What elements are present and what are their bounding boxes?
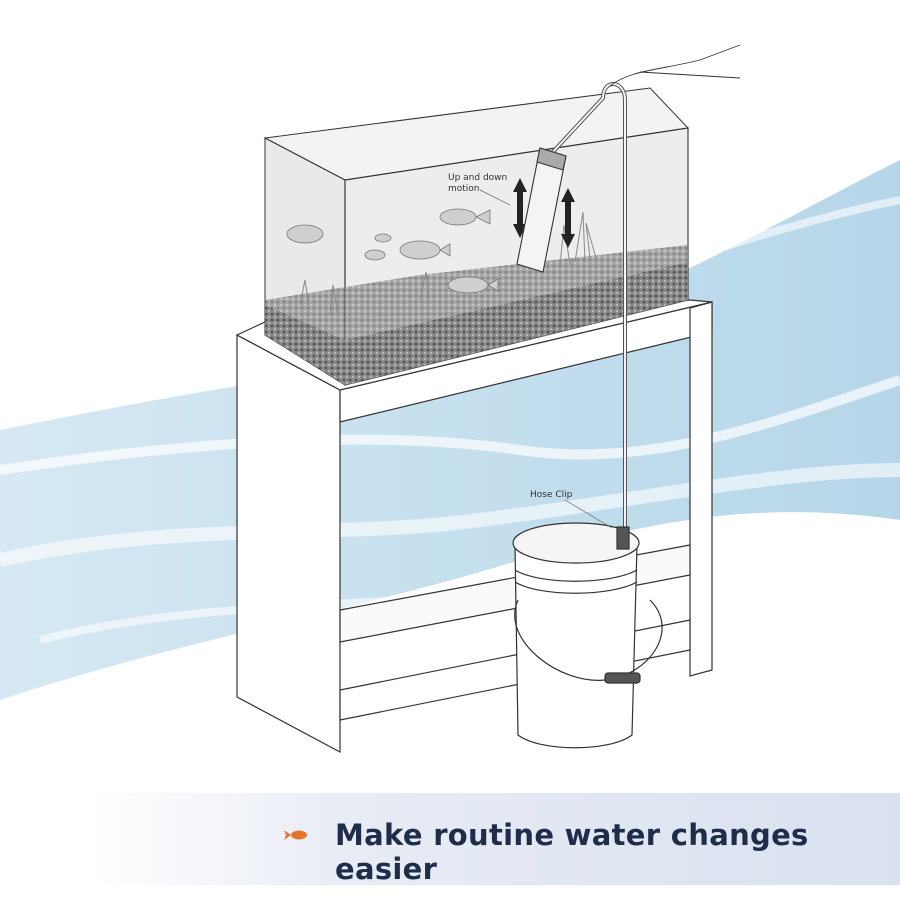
- up-down-arrow-icon: [513, 178, 575, 248]
- gravel-siphon: [516, 44, 741, 540]
- fish-icon: [284, 830, 307, 840]
- fish-group: [286, 208, 499, 294]
- hose-clip-label: Hose Clip: [530, 490, 573, 500]
- caption-text: Make routine water changes easier: [335, 818, 809, 886]
- motion-label: Up and down motion: [448, 173, 508, 194]
- hose-clip: [616, 526, 630, 550]
- aquarium-tank: [263, 87, 690, 386]
- caption-banner: [95, 793, 900, 885]
- bucket: [512, 522, 663, 749]
